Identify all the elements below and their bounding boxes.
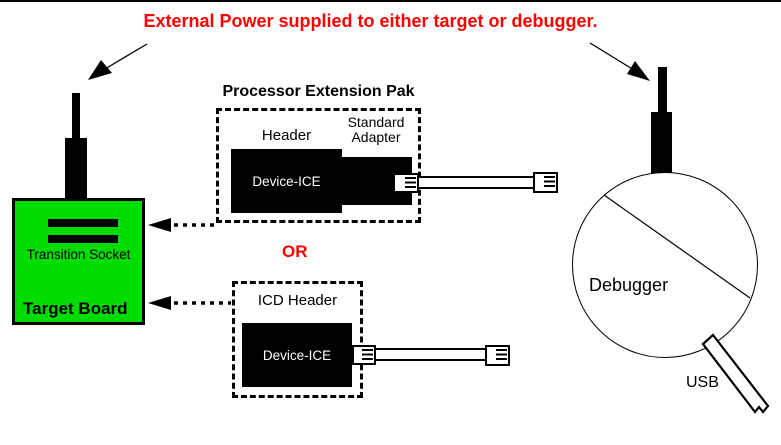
device-ice-label: Device-ICE: [262, 347, 332, 363]
dashed-arrow-extension-pak-to-board: [148, 218, 217, 232]
dashed-arrow-icd-to-board: [148, 296, 231, 310]
transition-socket-label: Transition Socket: [26, 247, 131, 262]
arrow-to-debugger-power: [589, 42, 650, 81]
target-power-plug-body: [65, 138, 87, 199]
device-ice-module: Device-ICE: [231, 149, 342, 213]
standard-adapter-line2: Adapter: [351, 129, 401, 145]
target-power-plug-pin: [72, 93, 80, 140]
debugger-power-plug-pin: [658, 67, 667, 114]
target-board-label: Target Board: [23, 299, 128, 318]
external-power-label: External Power supplied to either target…: [143, 11, 598, 31]
or-label: OR: [282, 242, 308, 261]
header-label: Header: [261, 127, 312, 144]
connector-pins: [496, 349, 507, 362]
rj-connector: [352, 345, 376, 365]
device-ice-module: Device-ICE: [242, 323, 352, 387]
icd-header-title: ICD Header: [257, 292, 338, 309]
adapter-cable: [417, 176, 537, 189]
transition-socket-bar: [48, 219, 118, 227]
debugger-power-plug-body: [651, 112, 672, 173]
standard-adapter-line1: Standard: [347, 114, 405, 130]
arrow-to-target-power: [88, 43, 148, 80]
connector-pins: [544, 176, 555, 189]
debugger-label: Debugger: [589, 275, 669, 295]
rj-connector: [485, 345, 510, 366]
rj-connector: [533, 172, 558, 193]
connector-pins: [405, 177, 416, 189]
connector-pins: [362, 349, 373, 361]
extension-pak-title: Processor Extension Pak: [222, 83, 415, 100]
transition-socket-bar: [48, 235, 118, 243]
rj-connector: [393, 173, 419, 193]
top-border-line: [0, 0, 781, 2]
icd-header-box: [232, 281, 363, 398]
extension-pak-box: [216, 108, 421, 223]
device-ice-label: Device-ICE: [252, 173, 321, 189]
usb-label: USB: [686, 374, 719, 391]
standard-adapter-label: Standard Adapter: [340, 115, 412, 145]
debugger-pod: Debugger: [572, 172, 758, 358]
target-board: Transition Socket Target Board: [12, 198, 145, 325]
icd-cable: [374, 348, 489, 361]
